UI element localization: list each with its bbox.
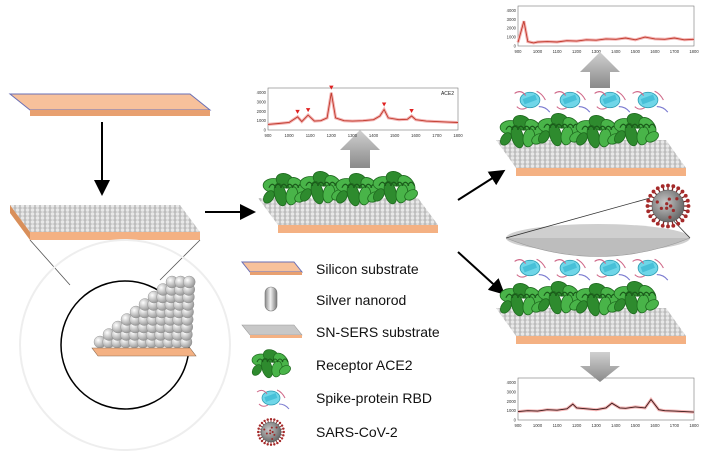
x-tick-label: 1100 <box>553 423 563 428</box>
x-tick-label: 900 <box>265 133 273 138</box>
legend-label-nanorod: Silver nanorod <box>316 292 407 308</box>
y-tick-label: 1000 <box>507 408 517 413</box>
x-tick-label: 1400 <box>611 49 621 54</box>
spike-rbd-icon <box>256 389 290 410</box>
y-tick-label: 3000 <box>507 390 517 395</box>
spectrum-chart-rbd: 900 1000 1100 1200 1300 1400 1500 1600 1700 1800 0… <box>507 5 699 54</box>
chart-frame <box>267 87 459 131</box>
x-tick-label: 1100 <box>306 133 316 138</box>
legend-label-virus: SARS-CoV-2 <box>316 424 398 440</box>
x-tick-label: 1600 <box>650 423 660 428</box>
x-tick-label: 1500 <box>631 49 641 54</box>
sn-sers-substrate-icon <box>241 324 303 338</box>
x-tick-label: 1600 <box>411 133 421 138</box>
y-tick-label: 2000 <box>507 26 517 31</box>
x-tick-label: 1700 <box>432 133 442 138</box>
magnified-nanorod-view <box>19 239 231 451</box>
gray-arrow-up-right <box>580 52 620 88</box>
x-tick-label: 1400 <box>611 423 621 428</box>
x-tick-label: 1700 <box>670 423 680 428</box>
x-tick-label: 1000 <box>284 133 294 138</box>
arrow-up-right <box>457 169 506 201</box>
peak-marker <box>305 108 311 113</box>
virus-capture-lens <box>505 183 691 257</box>
virus-bound-substrate <box>496 258 686 344</box>
bare-silicon-substrate <box>8 93 212 116</box>
x-tick-label: 1100 <box>553 49 563 54</box>
peak-marker <box>295 109 300 114</box>
x-tick-label: 1800 <box>689 49 699 54</box>
spectrum-chart-ace2: 900 1000 1100 1200 1300 1400 1500 1600 1700 1800 0… <box>257 85 463 138</box>
chart-annotation: ACE2 <box>441 91 454 97</box>
x-tick-label: 1200 <box>572 423 582 428</box>
silicon-substrate-icon <box>240 261 304 275</box>
y-tick-label: 4000 <box>257 90 267 95</box>
x-tick-label: 1300 <box>592 423 602 428</box>
spectrum-line <box>517 20 695 44</box>
y-tick-label: 4000 <box>507 380 517 385</box>
x-tick-label: 1500 <box>631 423 641 428</box>
x-tick-label: 1700 <box>670 49 680 54</box>
x-tick-label: 1300 <box>348 133 358 138</box>
y-tick-label: 0 <box>514 44 517 49</box>
legend-label-silicon: Silicon substrate <box>316 261 419 277</box>
x-tick-label: 1800 <box>689 423 699 428</box>
spectrum-line <box>517 398 695 413</box>
legend-label-sn-sers: SN-SERS substrate <box>316 324 440 340</box>
silver-nanorod-icon <box>264 286 278 312</box>
x-tick-label: 1200 <box>572 49 582 54</box>
x-tick-label: 1500 <box>390 133 400 138</box>
x-tick-label: 1200 <box>327 133 337 138</box>
x-tick-label: 900 <box>515 423 523 428</box>
y-tick-label: 1000 <box>507 35 517 40</box>
ace2-functionalized-substrate <box>258 171 438 233</box>
peak-marker <box>381 102 387 107</box>
x-tick-label: 1800 <box>453 133 463 138</box>
virus-icon <box>257 418 285 446</box>
x-tick-label: 900 <box>515 49 523 54</box>
x-tick-label: 1600 <box>650 49 660 54</box>
sn-sers-substrate-left <box>10 205 200 240</box>
spectrum-chart-virus: 900 1000 1100 1200 1300 1400 1500 1600 1700 1800 0… <box>507 377 699 428</box>
y-tick-label: 2000 <box>507 399 517 404</box>
spectrum-line <box>267 92 459 125</box>
rbd-bound-substrate <box>496 90 686 176</box>
arrow-down-right <box>457 251 505 295</box>
legend-label-rbd: Spike-protein RBD <box>316 390 432 406</box>
y-tick-label: 4000 <box>507 8 517 13</box>
x-tick-label: 1000 <box>533 49 543 54</box>
peak-marker <box>409 109 414 113</box>
y-tick-label: 1000 <box>257 118 267 123</box>
gray-arrow-up-middle <box>340 130 380 168</box>
legend-label-ace2: Receptor ACE2 <box>316 357 413 373</box>
y-tick-label: 3000 <box>257 100 267 105</box>
peak-marker <box>329 85 334 90</box>
ace2-protein-icon <box>251 349 291 379</box>
y-tick-label: 3000 <box>507 17 517 22</box>
y-tick-label: 0 <box>514 418 517 423</box>
chart-frame <box>517 377 695 421</box>
x-tick-label: 1000 <box>533 423 543 428</box>
x-tick-label: 1300 <box>592 49 602 54</box>
y-tick-label: 0 <box>264 128 267 133</box>
y-tick-label: 2000 <box>257 109 267 114</box>
x-tick-label: 1400 <box>369 133 379 138</box>
